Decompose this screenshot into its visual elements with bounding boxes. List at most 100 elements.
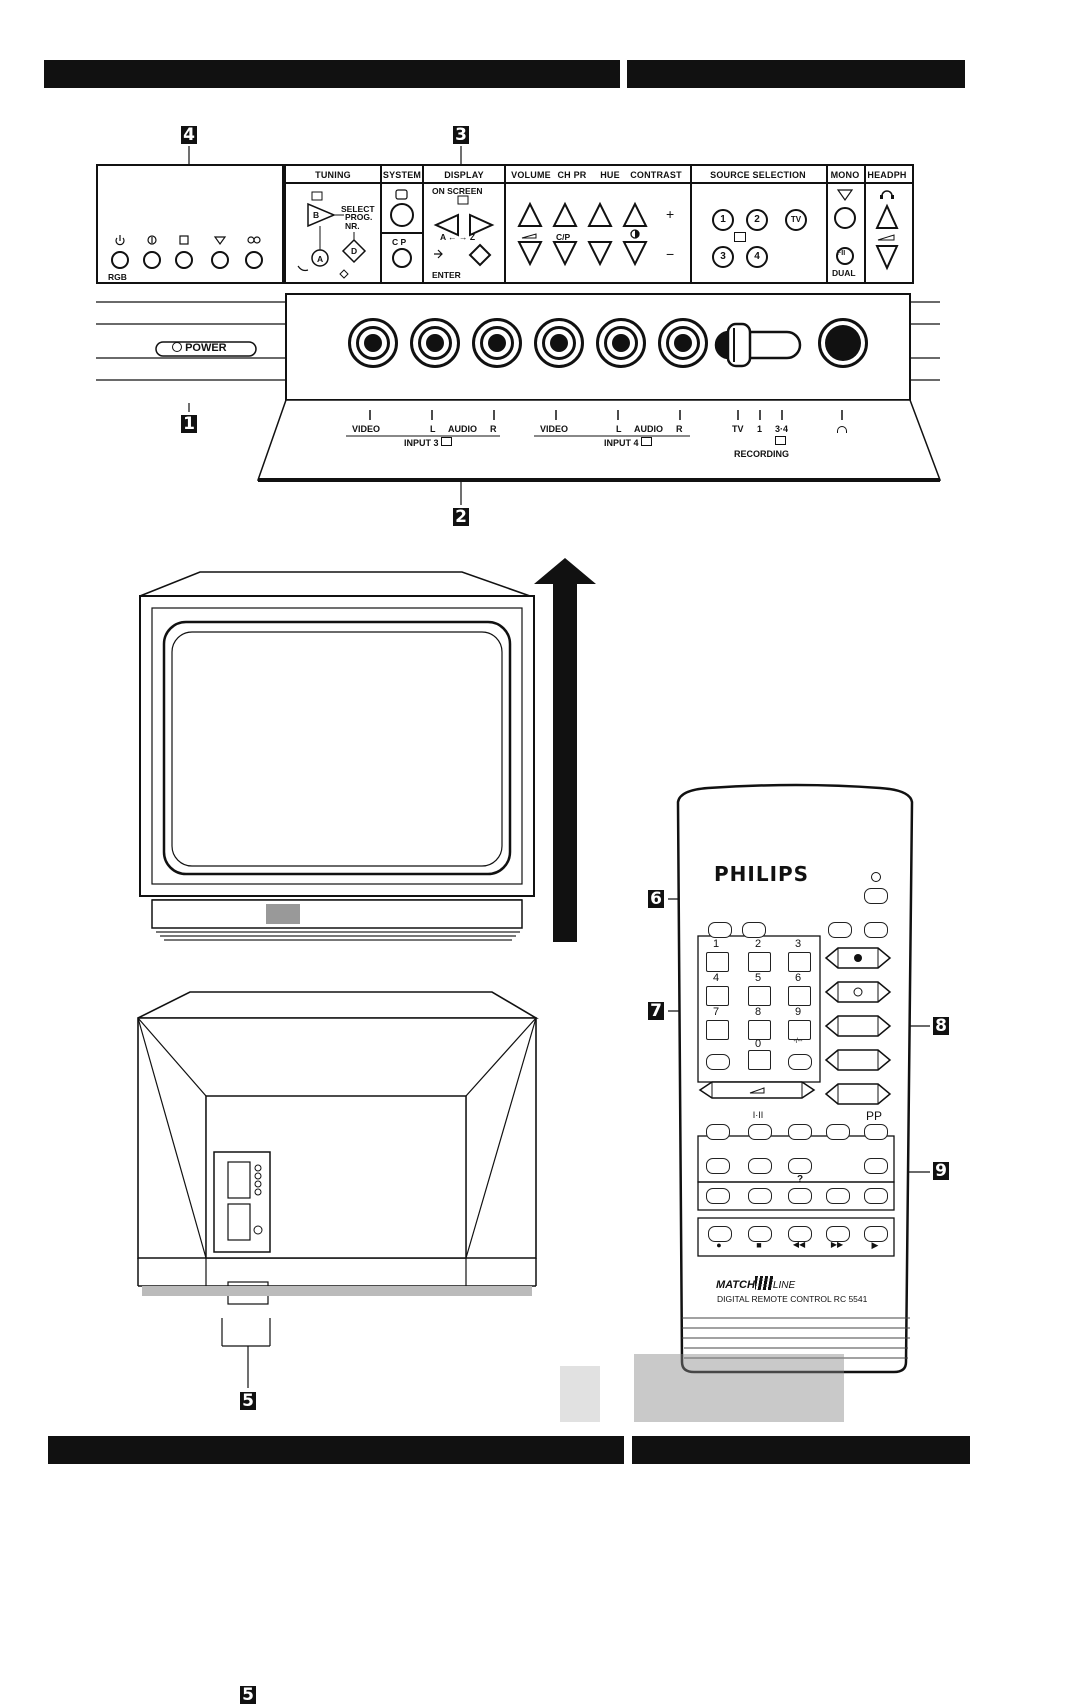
digit-key-8[interactable] [748,1020,771,1040]
digit-label-3: 3 [794,938,802,950]
digit-label-4: 4 [712,972,720,984]
digit-key-3[interactable] [788,952,811,972]
standby-icon [871,872,881,882]
callout-2: 2 [451,506,471,528]
tuning-b: B [313,210,320,220]
input4-video-label: VIDEO [540,424,569,434]
power-button[interactable]: POWER [172,342,227,354]
remote-rewind-button[interactable] [788,1226,812,1242]
digit-label-5: 5 [754,972,762,984]
display-a-z: A ← → Z [440,232,476,242]
remote-side-arrows[interactable] [824,946,894,1105]
input3-audio-l-socket[interactable] [410,318,460,368]
picture-sound-controls[interactable] [506,182,690,282]
remote-teletext-button[interactable] [742,922,766,938]
remote-input-button[interactable] [828,922,852,938]
header-tuning: TUNING [315,170,351,180]
input4-audio-l-socket[interactable] [596,318,646,368]
input3-audio-r-socket[interactable] [472,318,522,368]
header-mono: MONO [830,170,860,180]
digit-key-2[interactable] [748,952,771,972]
input-icon [641,437,653,446]
header-system: SYSTEM [382,170,422,180]
input4-video-socket[interactable] [534,318,584,368]
remote-pp-button[interactable] [864,1124,888,1140]
digit-key-9[interactable] [788,1020,811,1040]
input4-audio-label: AUDIO [634,424,663,434]
output-icon [775,436,786,445]
digit-label-1: 1 [712,938,720,950]
callout-5-marker: 5 [238,1390,258,1412]
remote-menu-button-2[interactable] [748,1158,772,1174]
up-arrow [534,558,596,942]
remote-stop-button[interactable] [748,1226,772,1242]
header-ch-pr: CH PR [557,170,587,180]
remote-play-button[interactable] [864,1226,888,1242]
remote-forward-button[interactable] [826,1226,850,1242]
power-label: POWER [185,342,227,354]
header-source-selection: SOURCE SELECTION [710,170,806,180]
source-button-4[interactable]: 4 [746,246,768,268]
tuning-prog-nr: PROG. NR. [345,212,373,231]
ch-pr-cp: C/P [556,232,571,242]
callout-3: 3 [451,124,471,146]
remote-brand: PHILIPS [714,862,810,886]
remote-input2-button[interactable] [864,922,888,938]
remote-ii-label: I·II [752,1110,764,1120]
digit-key-4[interactable] [706,986,729,1006]
source-button-1[interactable]: 1 [712,209,734,231]
display-controls[interactable] [424,182,504,282]
remote-button-a[interactable] [708,922,732,938]
digit-label-6: 6 [794,972,802,984]
source-button-3[interactable]: 3 [712,246,734,268]
digit-key-6[interactable] [788,986,811,1006]
remote-menu-button-4[interactable] [864,1158,888,1174]
callout-7: 7 [646,1000,666,1022]
digit-key-1[interactable] [706,952,729,972]
top-bar-right [627,60,965,88]
system-controls[interactable] [380,182,424,282]
remote-record-button[interactable] [708,1226,732,1242]
remote-menu-button-1[interactable] [706,1158,730,1174]
digit-key-5[interactable] [748,986,771,1006]
headphone-socket[interactable] [818,318,868,368]
display-enter: ENTER [432,270,461,280]
standby-buttons[interactable] [96,228,280,278]
remote-function-button-3[interactable] [788,1124,812,1140]
remote-dash-button[interactable] [788,1054,812,1070]
callout-9: 9 [931,1160,951,1182]
header-hue: HUE [600,170,620,180]
dual-button-label: I·II [837,250,846,257]
play-icon: ▶ [871,1240,879,1250]
mono-controls[interactable] [826,182,864,282]
headphone-controls[interactable] [864,182,910,282]
digit-label-7: 7 [712,1006,720,1018]
remote-standby-button[interactable] [864,888,888,904]
remote-red-button[interactable] [864,1188,888,1204]
remote-sub-button[interactable] [748,1188,772,1204]
remote-enter-button[interactable] [706,1188,730,1204]
remote-function-button-1[interactable] [706,1124,730,1140]
control-panel: TUNING SYSTEM DISPLAY VOLUME CH PR HUE C… [284,164,914,284]
source-button-tv[interactable]: TV [785,209,807,231]
digit-key-7[interactable] [706,1020,729,1040]
recording-switch[interactable] [712,320,808,370]
source-button-2[interactable]: 2 [746,209,768,231]
remote-function-button-2[interactable] [748,1124,772,1140]
tuning-controls[interactable] [286,182,380,282]
remote-pp-label: PP [865,1109,882,1123]
remote-menu-button-3[interactable] [788,1158,812,1174]
tuning-d: D [351,246,358,256]
remote-question-button[interactable] [788,1188,812,1204]
remote-cancel-button[interactable] [826,1188,850,1204]
input4-audio-r-socket[interactable] [658,318,708,368]
recording-tv-label: TV [732,424,744,434]
tv-front [139,571,535,941]
remote-model: DIGITAL REMOTE CONTROL RC 5541 [717,1294,868,1304]
input3-video-socket[interactable] [348,318,398,368]
digit-label-2: 2 [754,938,762,950]
remote-left-small-button[interactable] [706,1054,730,1070]
remote-mute-button[interactable] [826,1124,850,1140]
input4-label: INPUT 4 [604,437,653,448]
digit-key-0[interactable] [748,1050,771,1070]
